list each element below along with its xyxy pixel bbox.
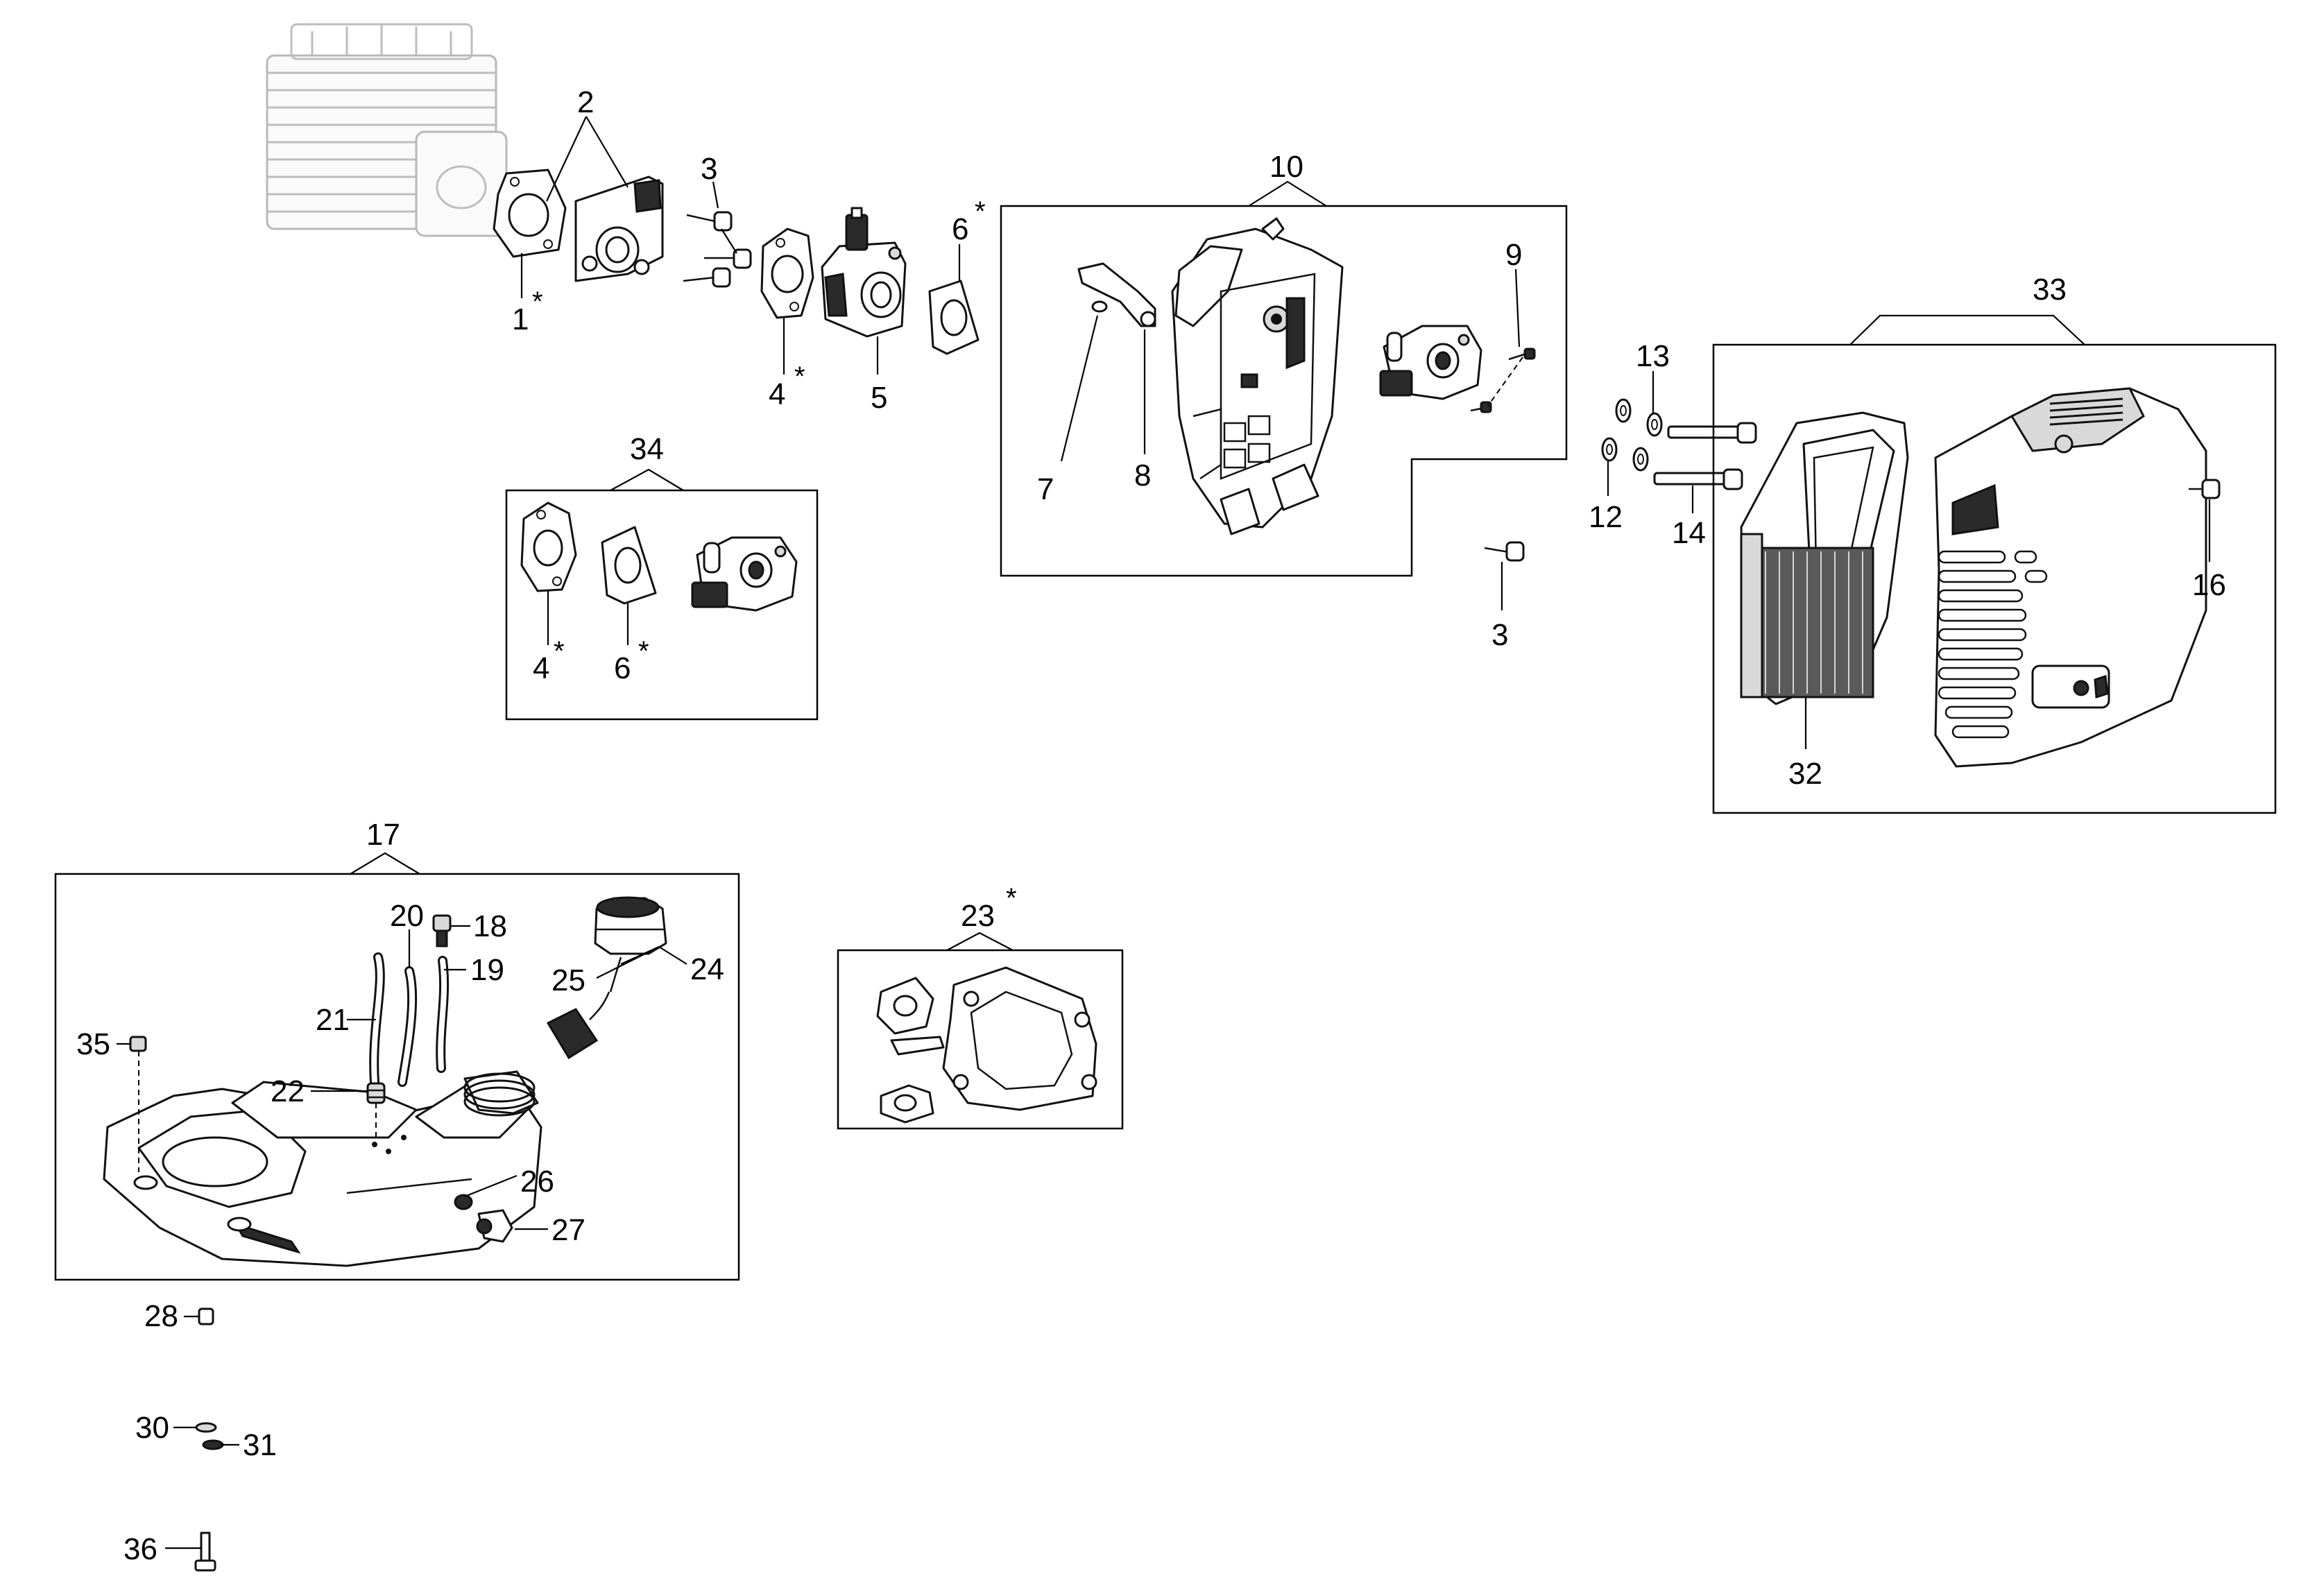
callout-21: 21	[316, 1003, 350, 1037]
callout-8: 8	[1134, 458, 1151, 492]
callout-22: 22	[271, 1074, 305, 1108]
gasket-6-kit	[601, 526, 657, 605]
screws-3	[683, 211, 752, 288]
screw-3-loose	[1484, 541, 1525, 562]
callout-19: 19	[470, 953, 504, 987]
fuel-tank-icon	[103, 1070, 542, 1267]
callout-4b-star: *	[554, 636, 565, 667]
group-box-10	[1000, 205, 1568, 577]
callout-14: 14	[1672, 516, 1706, 550]
group-box-34	[505, 489, 819, 721]
gasket-6	[928, 280, 980, 355]
screw-16	[2189, 479, 2221, 499]
fuel-cap-24	[546, 896, 667, 1060]
screws-9	[1470, 347, 1536, 413]
callout-6b: 6	[614, 651, 631, 685]
callout-6: 6	[952, 212, 968, 246]
carburetor-kit	[691, 536, 798, 612]
callout-12: 12	[1589, 500, 1623, 534]
fuel-hoses	[369, 952, 450, 1087]
carburetor-icon	[821, 207, 907, 338]
air-filter-base-10	[1171, 217, 1344, 535]
gasket-set-23	[876, 966, 1097, 1124]
choke-lever-8	[1077, 262, 1156, 327]
callout-26: 26	[520, 1165, 554, 1199]
callout-28: 28	[144, 1299, 178, 1333]
callout-33: 33	[2033, 273, 2067, 307]
callout-35: 35	[76, 1027, 110, 1061]
callout-6-star: *	[975, 196, 986, 227]
air-filter-cover-icon	[1934, 387, 2207, 768]
callout-16: 16	[2192, 568, 2226, 602]
engine-cylinder-icon	[266, 23, 508, 237]
callout-13: 13	[1636, 339, 1670, 373]
washers-30-31	[195, 1422, 224, 1450]
carburetor-mini-10	[1379, 325, 1482, 400]
air-filter-icon	[1740, 411, 1909, 705]
callout-7: 7	[1037, 472, 1054, 506]
callout-3: 3	[701, 152, 717, 186]
gasket-4-kit	[520, 501, 577, 592]
callout-30: 30	[135, 1411, 169, 1445]
gasket-4	[760, 228, 814, 319]
callout-34: 34	[630, 432, 664, 466]
bolt-36	[194, 1531, 216, 1572]
callout-2: 2	[577, 85, 594, 119]
group-box-17	[54, 873, 740, 1281]
callout-32: 32	[1788, 757, 1822, 791]
callout-23-star: *	[1006, 883, 1017, 913]
cap-35	[129, 1036, 147, 1172]
callout-17: 17	[366, 818, 400, 852]
callout-24: 24	[690, 952, 724, 986]
callout-18: 18	[473, 909, 507, 943]
washers-12-13	[1601, 398, 1663, 472]
gasket-1	[493, 169, 567, 258]
callout-4: 4	[769, 377, 785, 411]
callout-20: 20	[390, 899, 424, 933]
callout-6b-star: *	[638, 636, 649, 667]
intake-manifold-2	[574, 175, 664, 282]
fuel-line-parts	[454, 1194, 513, 1243]
group-box-23	[837, 949, 1124, 1130]
callout-25: 25	[552, 963, 585, 997]
group-box-33	[1712, 343, 2277, 814]
callout-36: 36	[123, 1532, 157, 1566]
callout-4b: 4	[533, 651, 549, 685]
long-bolts-14	[1653, 422, 1757, 490]
callout-4-star: *	[794, 361, 805, 392]
callout-1-star: *	[532, 286, 543, 317]
callout-23: 23	[961, 899, 995, 933]
callout-27: 27	[552, 1213, 585, 1247]
fuel-filter-18	[432, 914, 452, 947]
callout-10: 10	[1269, 150, 1303, 184]
callout-3b: 3	[1491, 618, 1508, 652]
callout-1: 1	[512, 302, 529, 336]
spacer-28	[198, 1307, 214, 1325]
callout-5: 5	[871, 381, 887, 415]
pin-7	[1091, 300, 1108, 313]
callout-31: 31	[243, 1428, 277, 1462]
grommet-22	[366, 1082, 386, 1138]
callout-9: 9	[1505, 238, 1522, 272]
